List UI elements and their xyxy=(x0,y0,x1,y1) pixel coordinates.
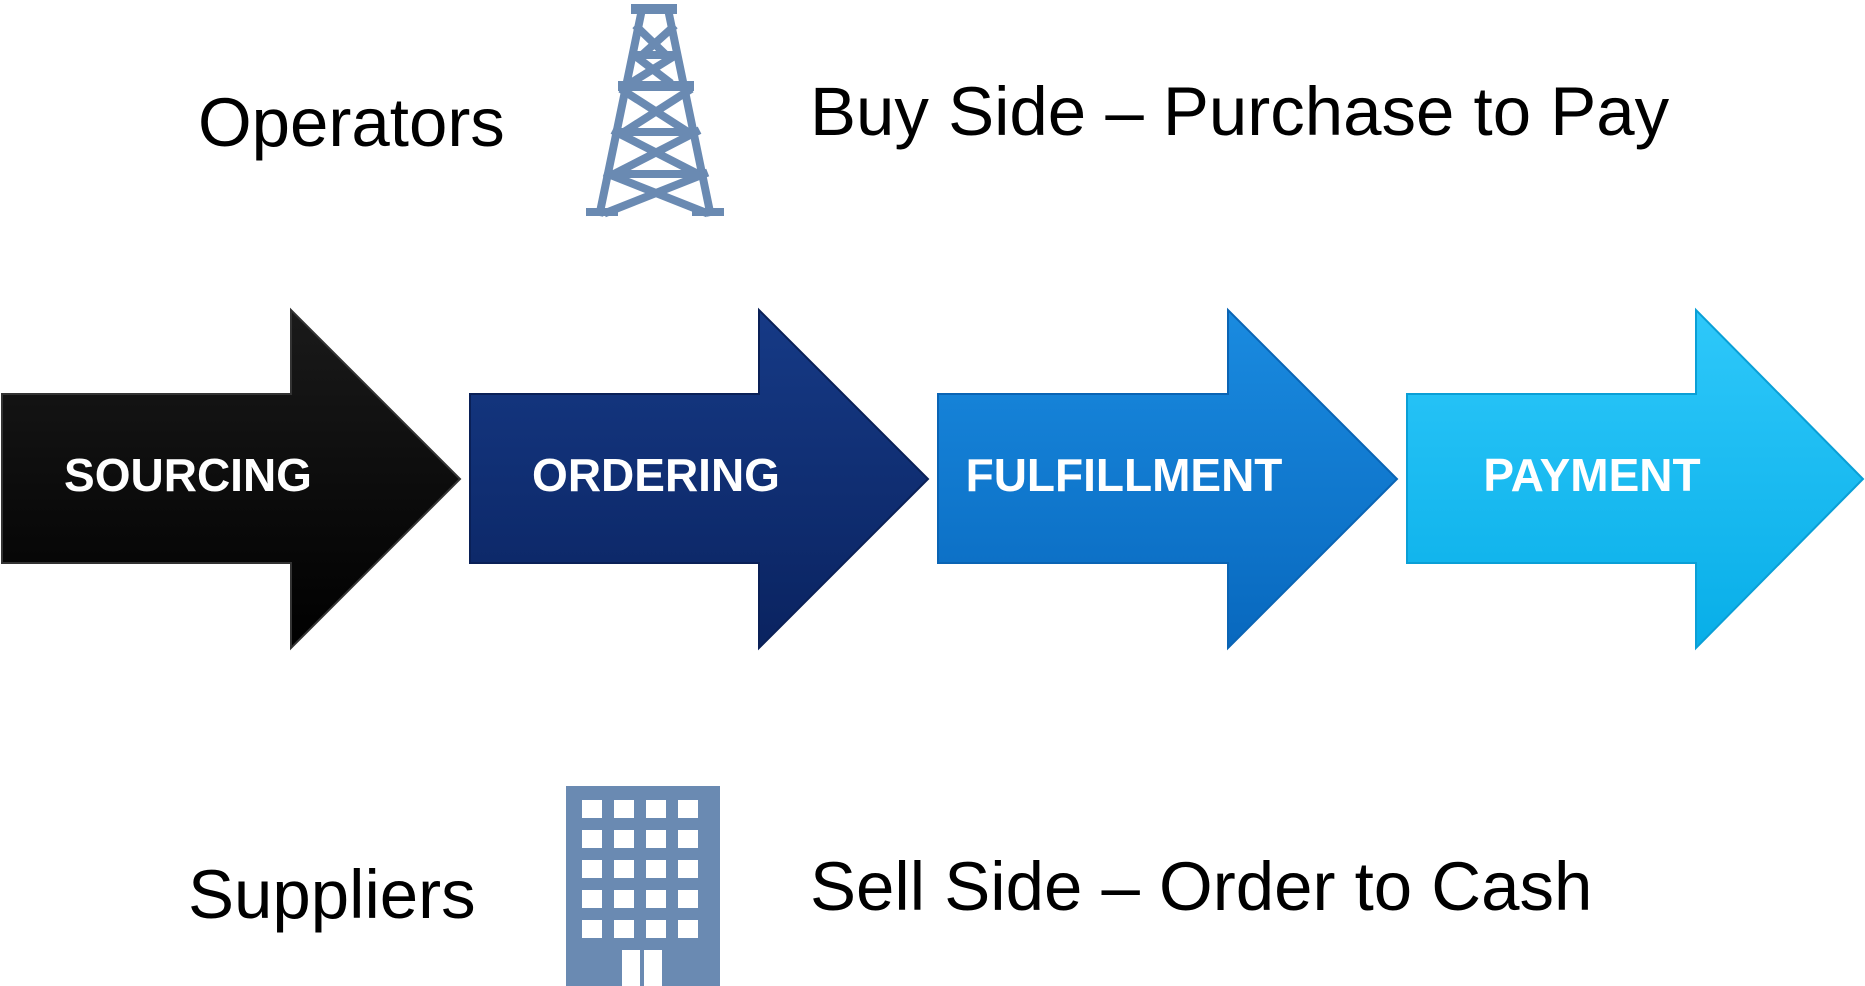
operators-label: Operators xyxy=(198,84,505,161)
step-label-payment: PAYMENT xyxy=(1483,449,1700,501)
step-label-sourcing: SOURCING xyxy=(64,449,312,501)
sell-side-flow-label: Sell Side – Order to Cash xyxy=(810,848,1593,925)
buy-side-flow-label: Buy Side – Purchase to Pay xyxy=(810,73,1670,150)
step-label-ordering: ORDERING xyxy=(532,449,780,501)
step-label-fulfillment: FULFILLMENT xyxy=(966,449,1283,501)
office-building-icon xyxy=(566,786,720,986)
oil-derrick-icon xyxy=(586,4,724,218)
process-step-payment: PAYMENT xyxy=(1406,307,1865,651)
process-step-ordering: ORDERING xyxy=(469,307,930,651)
process-step-fulfillment: FULFILLMENT xyxy=(937,307,1399,651)
process-step-sourcing: SOURCING xyxy=(1,307,462,651)
suppliers-label: Suppliers xyxy=(188,856,476,933)
